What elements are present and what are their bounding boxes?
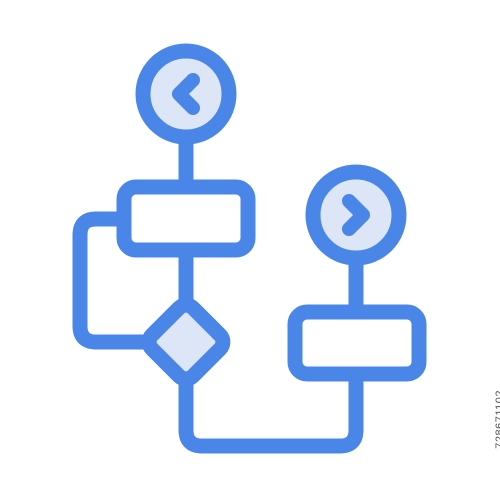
stock-id-watermark: 728671102 [494, 390, 500, 449]
process-box-left [116, 179, 256, 258]
diamond-icon [141, 297, 231, 387]
process-box-right [287, 304, 427, 382]
connector-decision-to-right-process [178, 366, 364, 454]
chevron-right-icon [342, 194, 370, 236]
connector-loop-left [72, 211, 154, 350]
chevron-left-icon [172, 73, 200, 115]
